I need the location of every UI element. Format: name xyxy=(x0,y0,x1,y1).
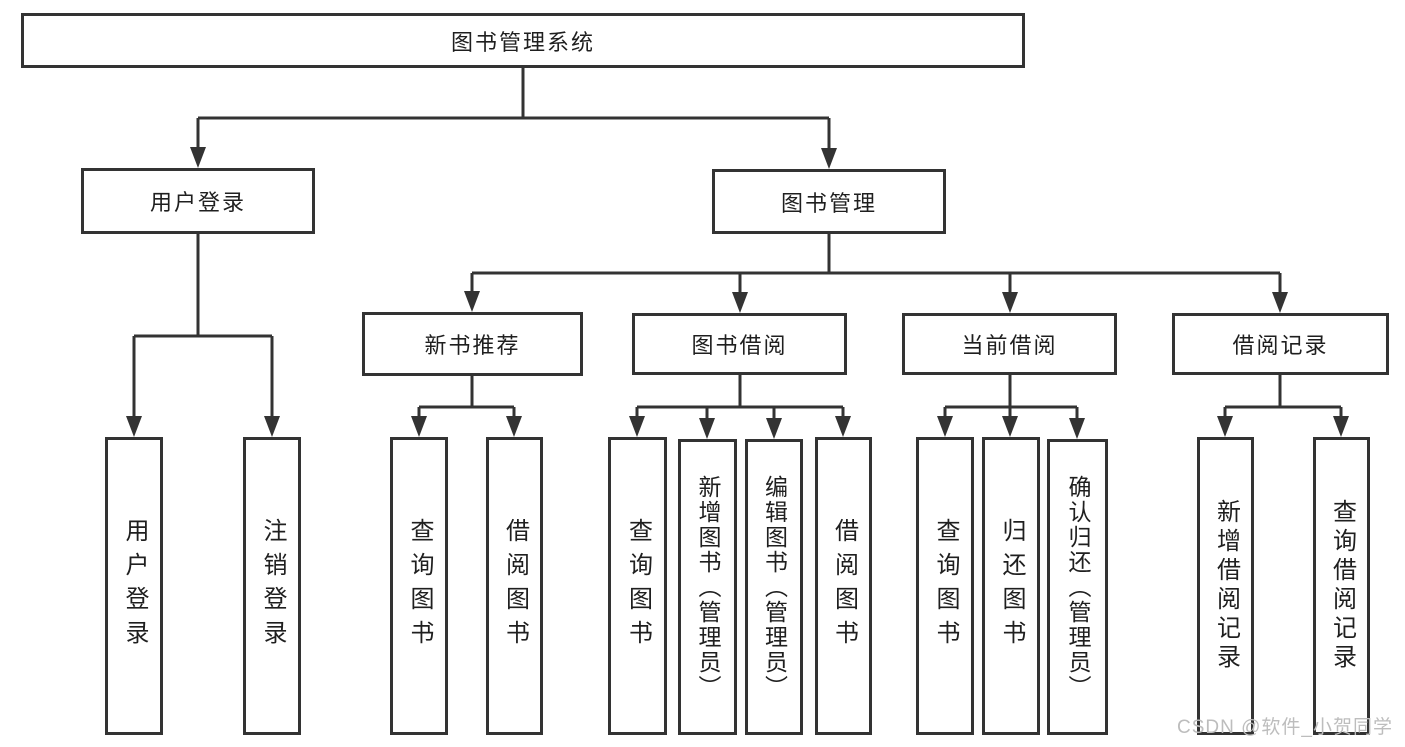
leaf-cb-return-books: 归还图书 xyxy=(982,437,1040,735)
node-book-borrowing-label: 图书借阅 xyxy=(691,333,788,358)
leaf-br-add-record-label: 新增借阅记录 xyxy=(1212,499,1240,673)
node-current-borrowing: 当前借阅 xyxy=(902,313,1117,375)
leaf-br-add-record: 新增借阅记录 xyxy=(1197,437,1254,735)
node-borrowing-records-label: 借阅记录 xyxy=(1232,333,1329,358)
leaf-cb-confirm-return-admin-label: 确认归还（管理员） xyxy=(1065,474,1091,700)
leaf-cb-query-books-label: 查询图书 xyxy=(932,518,959,654)
leaf-br-query-record: 查询借阅记录 xyxy=(1313,437,1370,735)
leaf-nbr-query-books: 查询图书 xyxy=(390,437,448,735)
leaf-bb-edit-books-admin-label: 编辑图书（管理员） xyxy=(761,474,788,700)
leaf-bb-edit-books-admin: 编辑图书（管理员） xyxy=(745,439,803,735)
node-book-borrowing: 图书借阅 xyxy=(632,313,847,375)
leaf-bb-add-books-admin: 新增图书（管理员） xyxy=(678,439,737,735)
node-root-label: 图书管理系统 xyxy=(450,29,595,55)
leaf-nbr-borrow-books: 借阅图书 xyxy=(486,437,543,735)
node-user-login: 用户登录 xyxy=(81,168,315,234)
node-root: 图书管理系统 xyxy=(21,13,1025,68)
leaf-bb-query-books: 查询图书 xyxy=(608,437,667,735)
leaf-bb-query-books-label: 查询图书 xyxy=(624,518,652,654)
node-borrowing-records: 借阅记录 xyxy=(1172,313,1389,375)
node-book-management-label: 图书管理 xyxy=(780,190,877,216)
node-new-book-recommend-label: 新书推荐 xyxy=(424,333,521,358)
leaf-bb-borrow-books: 借阅图书 xyxy=(815,437,872,735)
leaf-user-login: 用户登录 xyxy=(105,437,163,735)
leaf-user-login-label: 用户登录 xyxy=(121,518,148,654)
leaf-bb-add-books-admin-label: 新增图书（管理员） xyxy=(695,474,721,700)
leaf-cb-query-books: 查询图书 xyxy=(916,437,974,735)
leaf-logout: 注销登录 xyxy=(243,437,301,735)
leaf-cb-confirm-return-admin: 确认归还（管理员） xyxy=(1047,439,1108,735)
leaf-bb-borrow-books-label: 借阅图书 xyxy=(830,518,858,654)
leaf-nbr-query-books-label: 查询图书 xyxy=(406,518,433,654)
csdn-watermark: CSDN @软件_小贺同学 xyxy=(1177,717,1393,738)
node-new-book-recommend: 新书推荐 xyxy=(362,312,583,376)
leaf-logout-label: 注销登录 xyxy=(259,518,286,654)
leaf-nbr-borrow-books-label: 借阅图书 xyxy=(501,518,529,654)
leaf-cb-return-books-label: 归还图书 xyxy=(998,518,1025,654)
node-book-management: 图书管理 xyxy=(712,169,946,234)
leaf-br-query-record-label: 查询借阅记录 xyxy=(1328,499,1356,673)
node-current-borrowing-label: 当前借阅 xyxy=(961,333,1058,358)
node-user-login-label: 用户登录 xyxy=(149,190,246,215)
